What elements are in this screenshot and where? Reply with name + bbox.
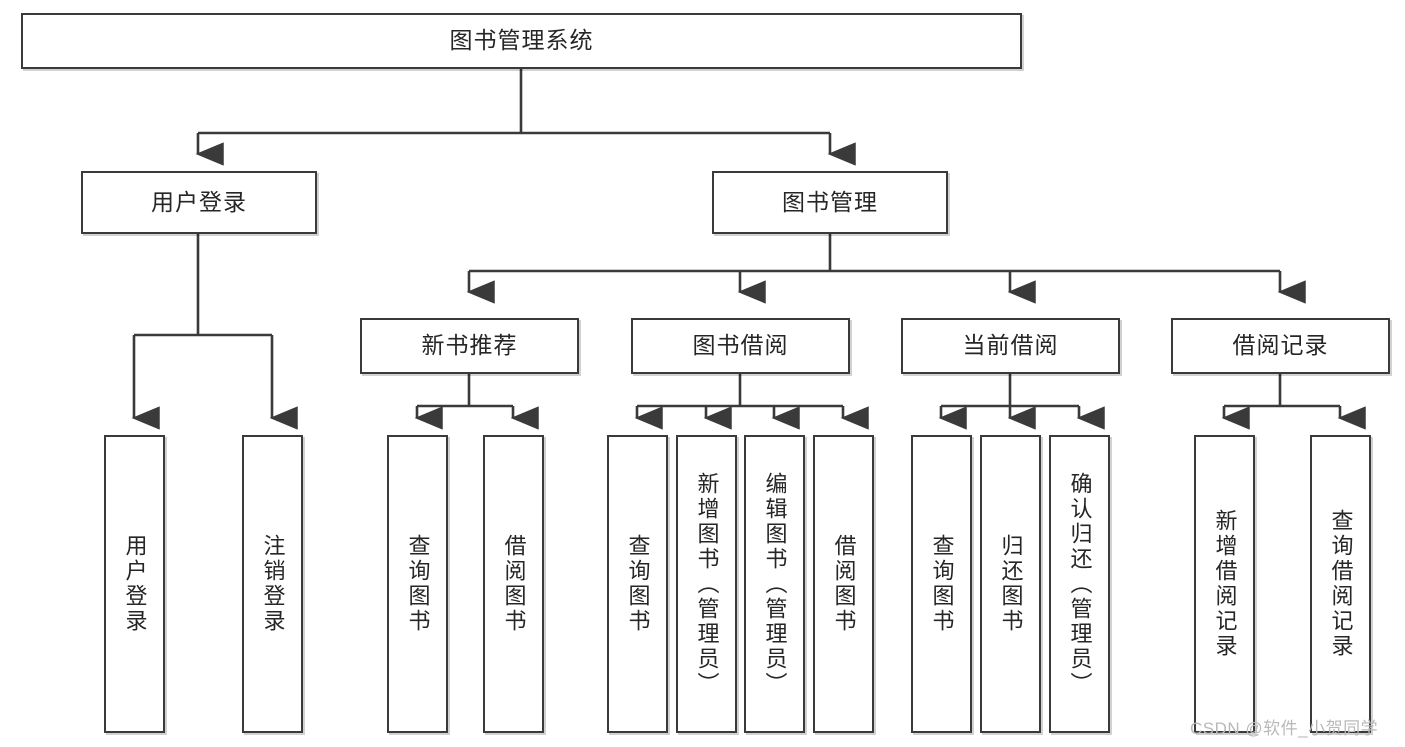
node-leaf-query-book-1[interactable]: 查询图书 — [387, 435, 448, 733]
node-root-label: 图书管理系统 — [449, 27, 594, 54]
node-leaf-edit-book-label: 编辑图书（管理员） — [762, 471, 788, 697]
node-leaf-query-book-2-label: 查询图书 — [625, 534, 651, 634]
node-leaf-borrow-book-2[interactable]: 借阅图书 — [813, 435, 874, 733]
node-book-management[interactable]: 图书管理 — [712, 171, 948, 234]
node-borrow-record-label: 借阅记录 — [1232, 332, 1329, 359]
node-leaf-query-book-3[interactable]: 查询图书 — [911, 435, 972, 733]
node-borrow-record[interactable]: 借阅记录 — [1171, 318, 1390, 374]
node-leaf-add-book[interactable]: 新增图书（管理员） — [676, 435, 737, 733]
node-leaf-user-login-label: 用户登录 — [122, 534, 148, 634]
node-new-book-recommend-label: 新书推荐 — [421, 332, 518, 359]
node-leaf-confirm-return[interactable]: 确认归还（管理员） — [1049, 435, 1110, 733]
node-user-login[interactable]: 用户登录 — [81, 171, 317, 234]
watermark-text: CSDN @软件_小贺同学 — [1190, 719, 1379, 738]
node-root[interactable]: 图书管理系统 — [21, 13, 1022, 69]
node-leaf-add-book-label: 新增图书（管理员） — [694, 471, 720, 697]
node-leaf-return-book[interactable]: 归还图书 — [980, 435, 1041, 733]
node-leaf-query-book-3-label: 查询图书 — [929, 534, 955, 634]
node-book-management-label: 图书管理 — [782, 188, 878, 215]
node-leaf-edit-book[interactable]: 编辑图书（管理员） — [744, 435, 805, 733]
node-leaf-user-login[interactable]: 用户登录 — [104, 435, 165, 733]
node-book-borrow[interactable]: 图书借阅 — [631, 318, 850, 374]
node-leaf-query-book-2[interactable]: 查询图书 — [607, 435, 668, 733]
node-leaf-query-record-label: 查询借阅记录 — [1328, 509, 1354, 659]
node-leaf-logout-login[interactable]: 注销登录 — [242, 435, 303, 733]
node-leaf-confirm-return-label: 确认归还（管理员） — [1067, 471, 1093, 697]
node-leaf-add-record[interactable]: 新增借阅记录 — [1194, 435, 1255, 733]
node-current-borrow-label: 当前借阅 — [962, 332, 1059, 359]
node-leaf-return-book-label: 归还图书 — [998, 534, 1024, 634]
node-leaf-logout-login-label: 注销登录 — [260, 534, 286, 634]
node-user-login-label: 用户登录 — [151, 188, 247, 215]
node-leaf-borrow-book-2-label: 借阅图书 — [831, 534, 857, 634]
node-new-book-recommend[interactable]: 新书推荐 — [360, 318, 579, 374]
node-current-borrow[interactable]: 当前借阅 — [901, 318, 1120, 374]
node-leaf-add-record-label: 新增借阅记录 — [1212, 509, 1238, 659]
node-leaf-query-book-1-label: 查询图书 — [405, 534, 431, 634]
node-leaf-borrow-book-1[interactable]: 借阅图书 — [483, 435, 544, 733]
node-leaf-borrow-book-1-label: 借阅图书 — [501, 534, 527, 634]
node-leaf-query-record[interactable]: 查询借阅记录 — [1310, 435, 1371, 733]
node-book-borrow-label: 图书借阅 — [692, 332, 789, 359]
